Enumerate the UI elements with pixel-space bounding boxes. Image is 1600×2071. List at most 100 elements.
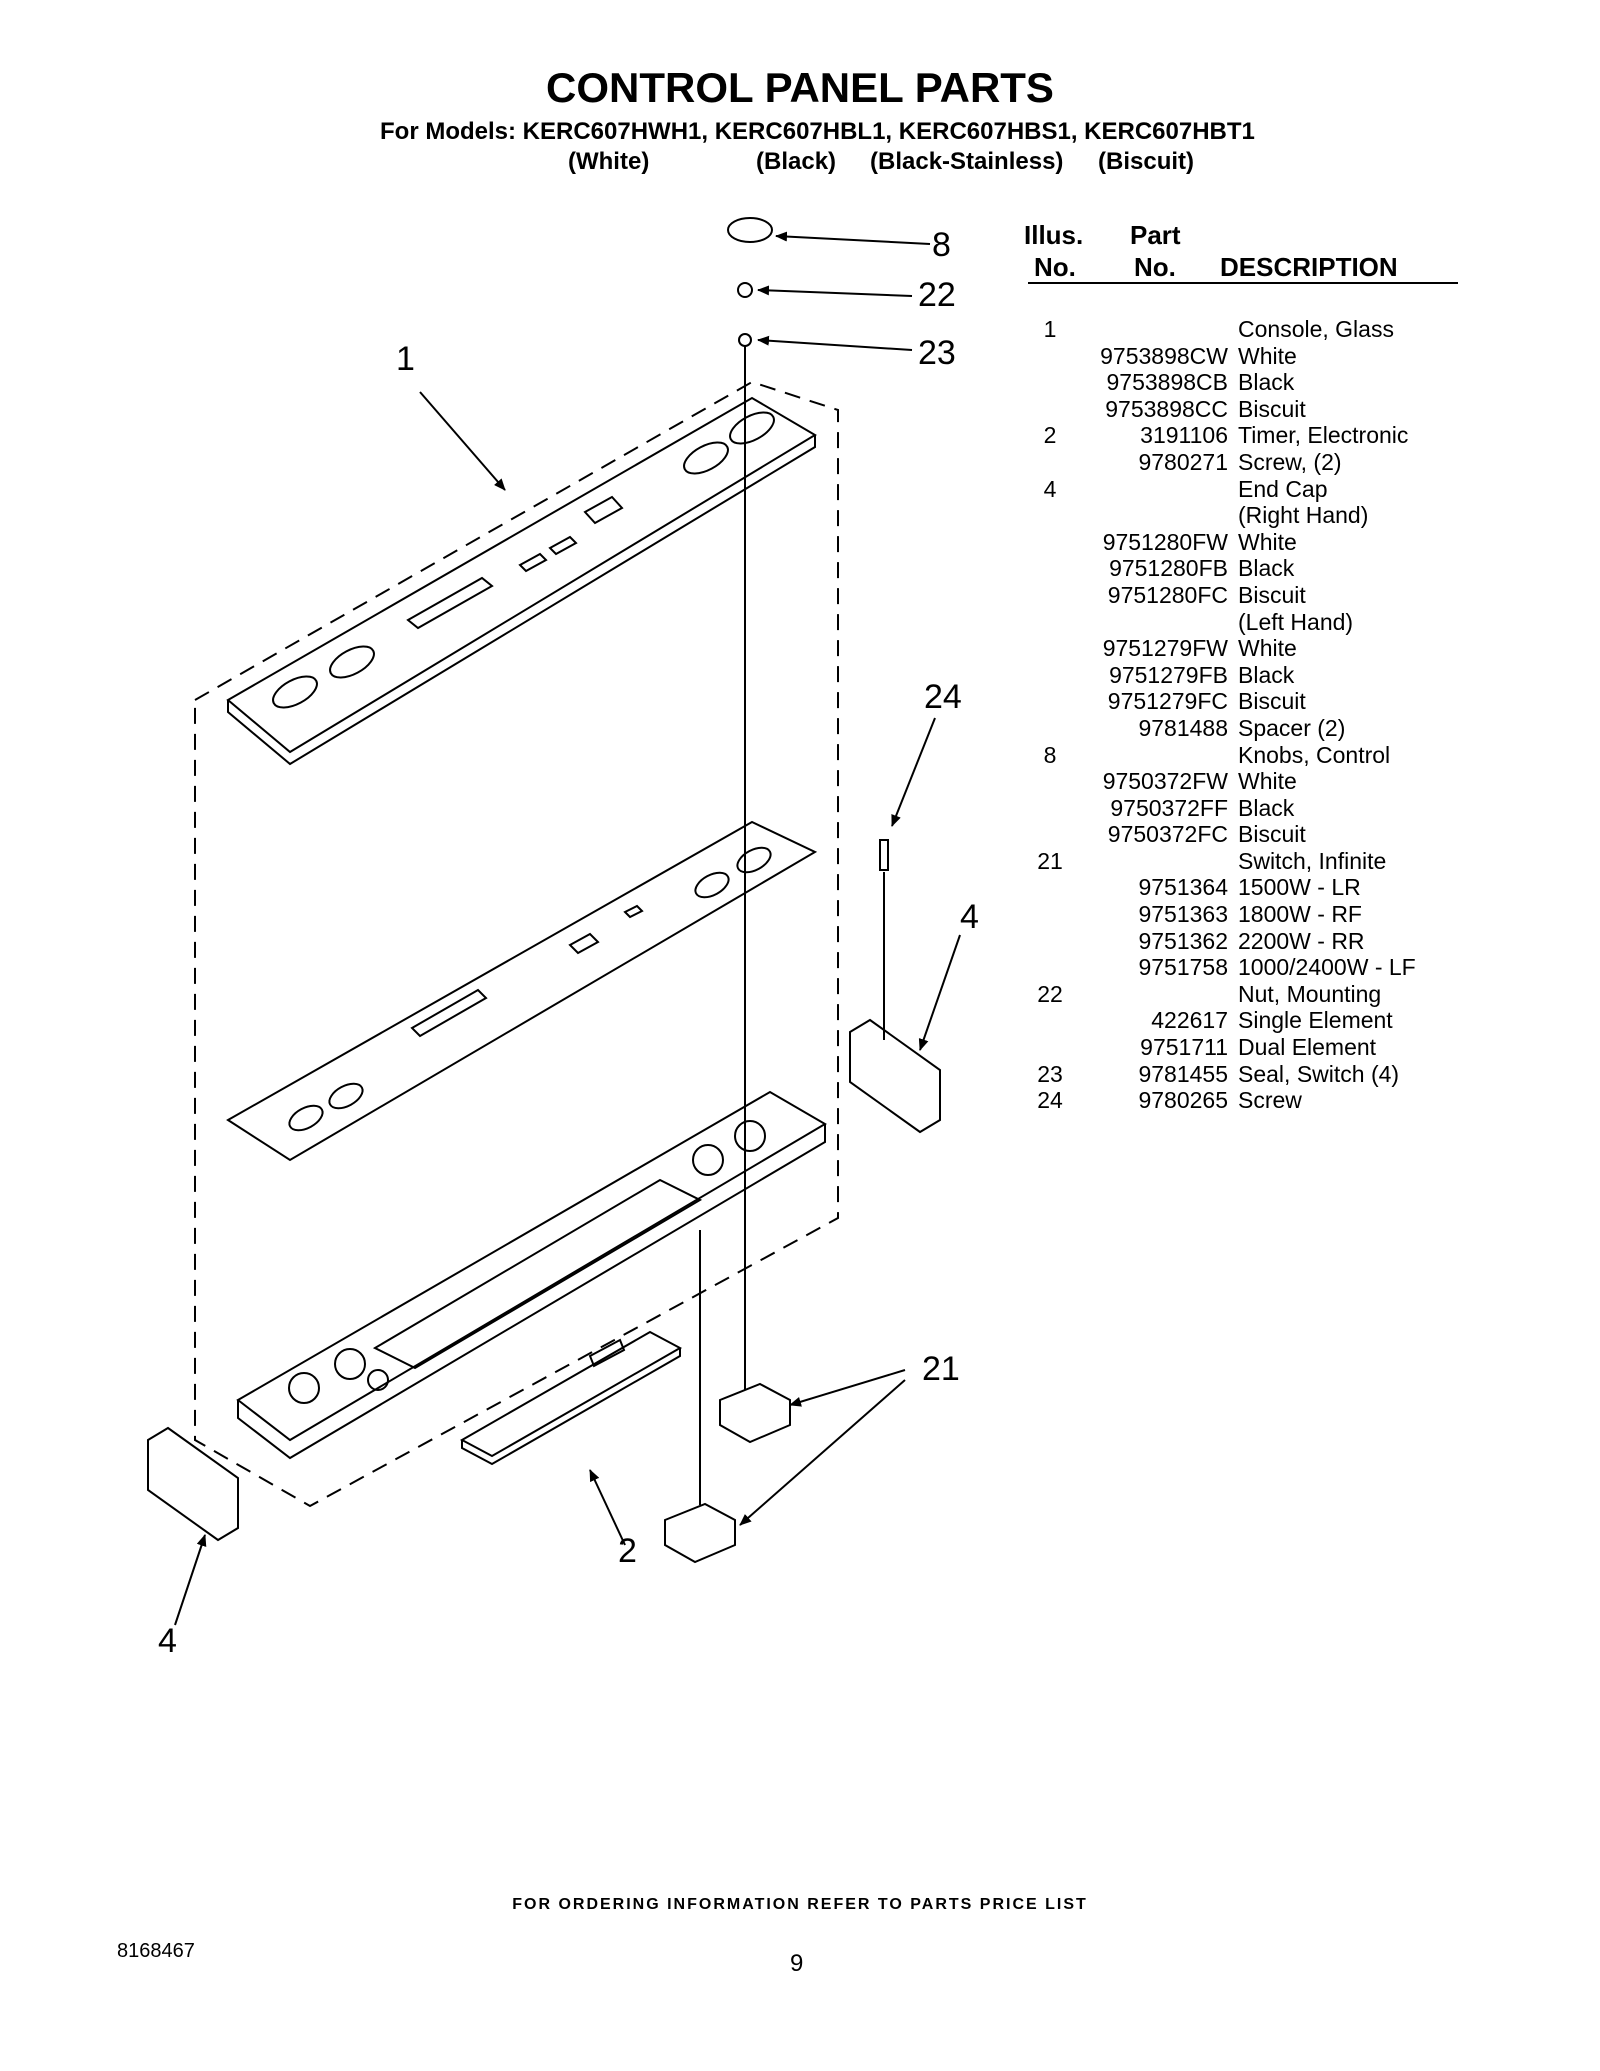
callout-4-right: 4 bbox=[960, 898, 979, 936]
end-cap-right bbox=[849, 1018, 941, 1134]
part-number: 9753898CW bbox=[1100, 342, 1228, 369]
table-row: 422617 Single Element bbox=[1020, 1007, 1468, 1034]
part-description: Timer, Electronic bbox=[1238, 422, 1409, 449]
part-description: Biscuit bbox=[1238, 821, 1306, 848]
part-number: 9753898CB bbox=[1106, 369, 1229, 396]
table-row: 9750372FW White bbox=[1020, 768, 1468, 795]
infinite-switch-upper bbox=[719, 1382, 791, 1444]
table-row: 9751279FW White bbox=[1020, 635, 1468, 662]
variant-black-stainless: (Black-Stainless) bbox=[870, 148, 1064, 175]
part-description: Black bbox=[1238, 794, 1295, 821]
col-header-illus-2: No. bbox=[1034, 252, 1076, 282]
table-row: 1 Console, Glass bbox=[1020, 316, 1468, 343]
table-row: 9751279FC Biscuit bbox=[1020, 688, 1468, 715]
table-row: (Right Hand) bbox=[1020, 502, 1468, 529]
part-description: Switch, Infinite bbox=[1238, 847, 1387, 874]
variant-biscuit: (Biscuit) bbox=[1098, 148, 1194, 175]
part-description: White bbox=[1238, 528, 1297, 555]
callout-21: 21 bbox=[922, 1350, 960, 1388]
callout-2: 2 bbox=[618, 1532, 637, 1570]
callout-4-left: 4 bbox=[158, 1622, 177, 1660]
table-row: 9751362 2200W - RR bbox=[1020, 928, 1468, 955]
table-row: 4 End Cap bbox=[1020, 476, 1468, 503]
part-description: Console, Glass bbox=[1238, 316, 1394, 342]
table-row: 9751711 Dual Element bbox=[1020, 1034, 1468, 1061]
table-row: 9751279FB Black bbox=[1020, 662, 1468, 689]
part-number: 9751711 bbox=[1140, 1034, 1228, 1061]
part-description: Biscuit bbox=[1238, 581, 1306, 608]
part-number: 9751279FB bbox=[1109, 661, 1228, 688]
col-header-part-2: No. bbox=[1134, 252, 1176, 282]
part-number: 9751280FW bbox=[1102, 528, 1228, 555]
part-number: 9751279FC bbox=[1107, 688, 1228, 715]
mounting-screw bbox=[879, 839, 889, 871]
table-row: 9753898CW White bbox=[1020, 343, 1468, 370]
table-row: 9780271 Screw, (2) bbox=[1020, 449, 1468, 476]
part-description: Knobs, Control bbox=[1238, 741, 1391, 768]
variant-black: (Black) bbox=[756, 148, 837, 175]
part-number: 9750372FW bbox=[1102, 768, 1228, 795]
table-row: 2 3191106 Timer, Electronic bbox=[1020, 422, 1468, 449]
page-title: CONTROL PANEL PARTS bbox=[546, 64, 1054, 111]
part-number: 422617 bbox=[1151, 1007, 1228, 1034]
table-row: 9751280FW White bbox=[1020, 529, 1468, 556]
table-row: 22 Nut, Mounting bbox=[1020, 981, 1468, 1008]
control-knob bbox=[727, 217, 773, 243]
table-row: (Left Hand) bbox=[1020, 609, 1468, 636]
table-row: 21 Switch, Infinite bbox=[1020, 848, 1468, 875]
part-number: 9750372FC bbox=[1107, 821, 1228, 848]
part-description: 2200W - RR bbox=[1238, 927, 1365, 954]
illus-number: 2 bbox=[1043, 422, 1057, 449]
table-row: 9751363 1800W - RF bbox=[1020, 901, 1468, 928]
part-number: 3191106 bbox=[1140, 422, 1228, 449]
part-description: (Right Hand) bbox=[1238, 502, 1369, 529]
part-number: 9753898CC bbox=[1105, 395, 1228, 422]
part-number: 9781488 bbox=[1138, 714, 1228, 741]
end-cap-left bbox=[147, 1426, 239, 1542]
assembly-outline bbox=[194, 380, 839, 1508]
table-row: 9753898CB Black bbox=[1020, 369, 1468, 396]
table-row: 9750372FC Biscuit bbox=[1020, 821, 1468, 848]
part-number: 9751362 bbox=[1138, 927, 1228, 954]
illus-number: 1 bbox=[1043, 316, 1057, 342]
illus-number: 4 bbox=[1043, 475, 1057, 502]
page-number: 9 bbox=[790, 1950, 804, 1977]
control-panel bbox=[236, 1090, 827, 1460]
part-description: Dual Element bbox=[1238, 1034, 1377, 1061]
part-number: 9780265 bbox=[1138, 1087, 1228, 1114]
part-description: Spacer (2) bbox=[1238, 714, 1346, 741]
part-description: 1000/2400W - LF bbox=[1238, 954, 1416, 981]
part-number: 9780271 bbox=[1138, 448, 1228, 475]
callout-24: 24 bbox=[924, 678, 962, 716]
switch-seal bbox=[738, 333, 752, 347]
table-row: 9751364 1500W - LR bbox=[1020, 874, 1468, 901]
part-description: 1500W - LR bbox=[1238, 874, 1361, 901]
table-row: 9750372FF Black bbox=[1020, 795, 1468, 822]
part-number: 9750372FF bbox=[1110, 794, 1228, 821]
illus-number: 23 bbox=[1037, 1060, 1063, 1087]
table-row: 23 9781455 Seal, Switch (4) bbox=[1020, 1061, 1468, 1088]
table-row: 9751280FB Black bbox=[1020, 555, 1468, 582]
illus-number: 21 bbox=[1037, 847, 1063, 874]
variant-white: (White) bbox=[568, 148, 650, 175]
mounting-nut bbox=[737, 282, 753, 298]
table-row: 9753898CC Biscuit bbox=[1020, 396, 1468, 423]
part-description: Black bbox=[1238, 555, 1295, 582]
part-description: Seal, Switch (4) bbox=[1238, 1060, 1400, 1087]
part-number: 9751363 bbox=[1138, 901, 1228, 928]
infinite-switch-lower bbox=[664, 1502, 736, 1564]
part-description: Nut, Mounting bbox=[1238, 980, 1382, 1007]
part-description: Biscuit bbox=[1238, 395, 1306, 422]
console-overlay bbox=[226, 820, 818, 1162]
part-description: Screw, (2) bbox=[1238, 448, 1342, 475]
table-row: 9751280FC Biscuit bbox=[1020, 582, 1468, 609]
part-description: White bbox=[1238, 342, 1297, 369]
timer-board bbox=[459, 1330, 683, 1466]
table-row: 9781488 Spacer (2) bbox=[1020, 715, 1468, 742]
col-header-description: DESCRIPTION bbox=[1220, 252, 1398, 282]
col-header-part-1: Part bbox=[1130, 220, 1181, 250]
illus-number: 22 bbox=[1037, 980, 1063, 1007]
table-row: 9751758 1000/2400W - LF bbox=[1020, 954, 1468, 981]
glass-console bbox=[226, 396, 817, 766]
